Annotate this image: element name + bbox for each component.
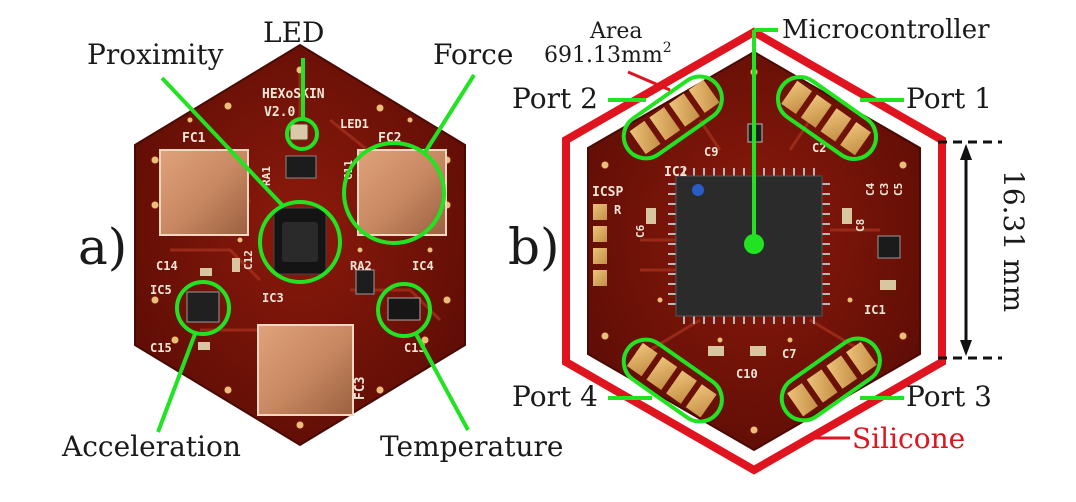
- vias-a: [150, 65, 452, 430]
- label-led: LED: [263, 16, 324, 49]
- dimension-marker: [938, 140, 1002, 360]
- c10-cap: [708, 346, 724, 356]
- icsp-pad-4: [593, 270, 607, 286]
- silk-c10: C10: [736, 367, 758, 381]
- force-pad-fc2: [357, 149, 447, 236]
- silk-r: R: [614, 203, 622, 217]
- label-port3: Port 3: [906, 380, 992, 413]
- dim-arrow-bottom: [960, 340, 972, 356]
- silk-fc1: FC1: [182, 131, 206, 146]
- label-port1: Port 1: [906, 82, 992, 115]
- panel-label-b: b): [508, 218, 560, 276]
- silk-c8: C8: [854, 219, 867, 232]
- silk-ra2: RA2: [350, 259, 372, 273]
- c6-cap: [646, 208, 656, 224]
- silk-fc3: FC3: [353, 377, 368, 400]
- label-area-value: 691.13mm2: [544, 40, 672, 68]
- label-acceleration: Acceleration: [61, 430, 241, 463]
- temperature-leader: [414, 333, 470, 431]
- panel-label-a: a): [78, 218, 127, 276]
- force-pad-fc1: [159, 149, 249, 236]
- ra1-chip: [285, 155, 317, 179]
- highlights-a: [156, 58, 476, 433]
- dim-arrow-top: [960, 144, 972, 160]
- panel-b: ICSP IC2 IC1 C9 C2 C3 C4 C5 C6 C8 C7 C10…: [508, 15, 1030, 475]
- port1-pads: [781, 80, 871, 156]
- ic4-chip: [355, 269, 375, 295]
- port4-pads: [626, 342, 717, 418]
- label-microcontroller: Microcontroller: [782, 15, 990, 45]
- label-area-title: Area: [589, 19, 643, 44]
- silk-ic4: IC4: [412, 259, 434, 273]
- label-temperature: Temperature: [380, 430, 563, 463]
- highlights-b: [608, 28, 904, 424]
- silk-c5: C5: [892, 183, 905, 196]
- silk-title1: HEXoSKIN: [262, 87, 325, 102]
- label-port4: Port 4: [512, 380, 598, 413]
- silk-c4: C4: [864, 182, 877, 196]
- port3-highlight: [779, 336, 882, 423]
- silk-ra1: RA1: [260, 166, 273, 186]
- label-force: Force: [433, 38, 513, 71]
- silk-c12: C12: [242, 250, 255, 270]
- cap-c14: [200, 268, 212, 276]
- label-silicone: Silicone: [852, 422, 965, 455]
- acceleration-highlight: [175, 280, 231, 336]
- silk-led1: LED1: [340, 117, 369, 131]
- silk-title2: V2.0: [264, 105, 295, 120]
- proximity-highlight: [258, 200, 342, 284]
- label-proximity: Proximity: [87, 38, 224, 71]
- cap-c12: [232, 258, 240, 272]
- icsp-pad-2: [593, 226, 607, 242]
- silk-c14: C14: [156, 259, 178, 273]
- cap-c15: [198, 342, 210, 350]
- panel-a: HEXoSKIN V2.0 LED1 FC1 FC2 FC3 IC3 IC4 I…: [61, 16, 563, 463]
- proximity-leader: [160, 76, 286, 209]
- silk-c6: C6: [634, 224, 647, 238]
- proximity-sensor-window: [282, 222, 318, 262]
- silk-ic2: IC2: [664, 165, 687, 180]
- silk-c3: C3: [878, 183, 891, 196]
- silk-ic5: IC5: [150, 283, 172, 297]
- force-leader: [422, 73, 476, 156]
- icsp-pad-3: [593, 248, 607, 264]
- area-leader: [627, 70, 671, 92]
- accelerometer-chip: [186, 291, 220, 323]
- silk-icsp: ICSP: [592, 185, 623, 200]
- c7-cap: [750, 346, 766, 356]
- silk-ic1: IC1: [864, 303, 886, 317]
- led-component: [289, 123, 309, 141]
- force-pad-fc3: [257, 324, 354, 416]
- temperature-highlight: [376, 282, 432, 338]
- silk-c15: C15: [150, 341, 172, 355]
- port3-pads: [787, 341, 877, 417]
- port4-highlight: [621, 337, 724, 424]
- ic1-chip: [877, 235, 901, 259]
- silk-c2: C2: [812, 141, 826, 155]
- temperature-chip: [387, 297, 421, 321]
- c8-cap: [842, 208, 852, 224]
- port2-pads: [629, 79, 720, 155]
- silk-ic3: IC3: [262, 291, 284, 305]
- silk-c9: C9: [704, 145, 718, 159]
- force-highlight: [342, 141, 446, 245]
- label-port2: Port 2: [512, 82, 598, 115]
- label-dimension: 16.31 mm: [997, 170, 1030, 312]
- silkscreen-b: ICSP IC2 IC1 C9 C2 C3 C4 C5 C6 C8 C7 C10…: [592, 141, 905, 381]
- icsp-pad-1: [593, 204, 607, 220]
- acceleration-leader: [156, 333, 197, 433]
- port1-highlight: [775, 75, 879, 161]
- port2-highlight: [621, 74, 724, 161]
- right-cap: [880, 280, 896, 290]
- mcu-pin1-dot: [692, 184, 704, 196]
- silk-c7: C7: [782, 347, 796, 361]
